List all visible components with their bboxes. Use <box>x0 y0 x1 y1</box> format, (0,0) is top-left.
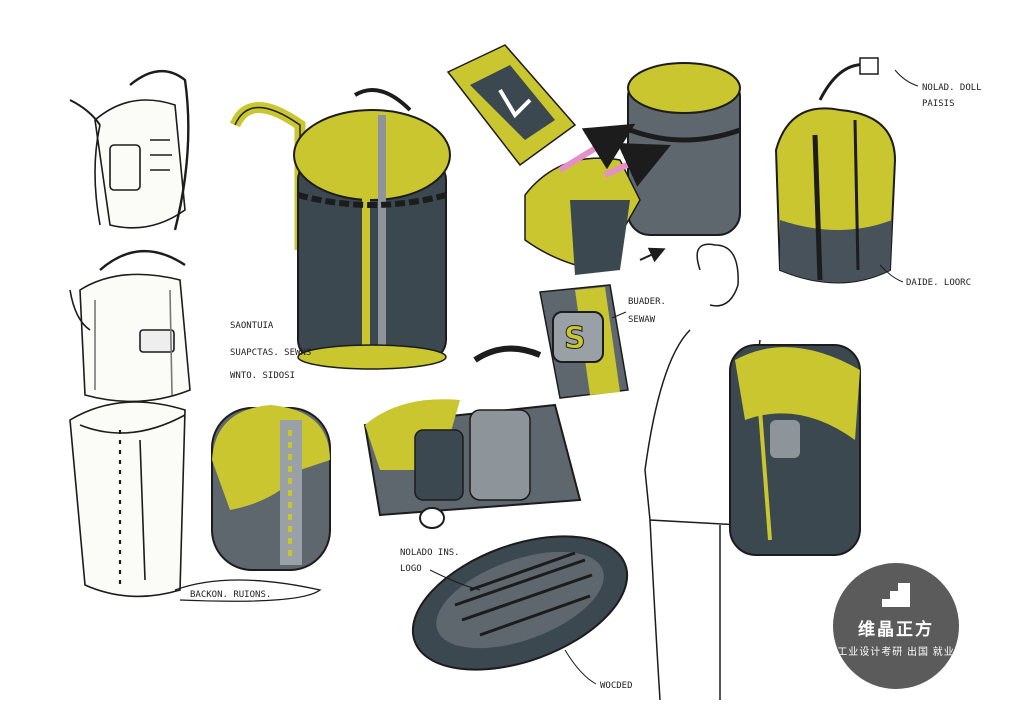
logo-strap: S <box>539 284 629 399</box>
annotation-board-label-2: LOGO <box>400 564 422 574</box>
annotation-bag-label-3: DAIDE. LOORC <box>906 278 971 288</box>
annotation-bag-label-2: PAISIS <box>922 99 955 109</box>
annotation-bag-label-1: NOLAD. DOLL <box>922 83 982 93</box>
lineart-backpack-bottom <box>69 401 186 598</box>
leader-lines <box>429 69 919 685</box>
watermark-brand: 维晶正方 <box>858 620 934 639</box>
capsule-backpack <box>211 405 331 571</box>
oval-board <box>411 535 629 671</box>
annotation-capsule-label: BACKON. RUIONS. <box>190 590 271 600</box>
svg-text:S: S <box>564 321 586 356</box>
watermark-tagline: 工业设计考研 出国 就业 <box>837 647 955 658</box>
annotation-board-label-1: NOLADO INS. <box>400 548 460 558</box>
cylinder-backpack <box>229 88 451 370</box>
lineart-backpack-middle <box>69 250 191 403</box>
annotation-board-label-3: WOCDED <box>600 681 633 691</box>
exploded-backpack <box>524 62 741 275</box>
worn-backpack <box>729 344 861 556</box>
duffel-bag <box>363 345 582 529</box>
annotation-cylinder-label-2: SUAPCTAS. SEWNS <box>230 348 311 358</box>
lineart-backpack-top <box>69 69 190 231</box>
stair-logo-icon <box>882 583 910 607</box>
annotation-strap-label-2: SEWAW <box>628 315 656 325</box>
annotation-strap-label-1: BUADER. <box>628 297 666 307</box>
hanging-bag <box>774 57 897 284</box>
annotation-cylinder-label: SAONTUIA <box>230 321 274 331</box>
watermark-badge: 维晶正方 工业设计考研 出国 就业 <box>833 563 959 689</box>
strap-detail <box>446 44 577 167</box>
bottom-left-swoosh <box>174 579 322 602</box>
annotation-cylinder-label-3: WNTO. SIDOSI <box>230 371 295 381</box>
